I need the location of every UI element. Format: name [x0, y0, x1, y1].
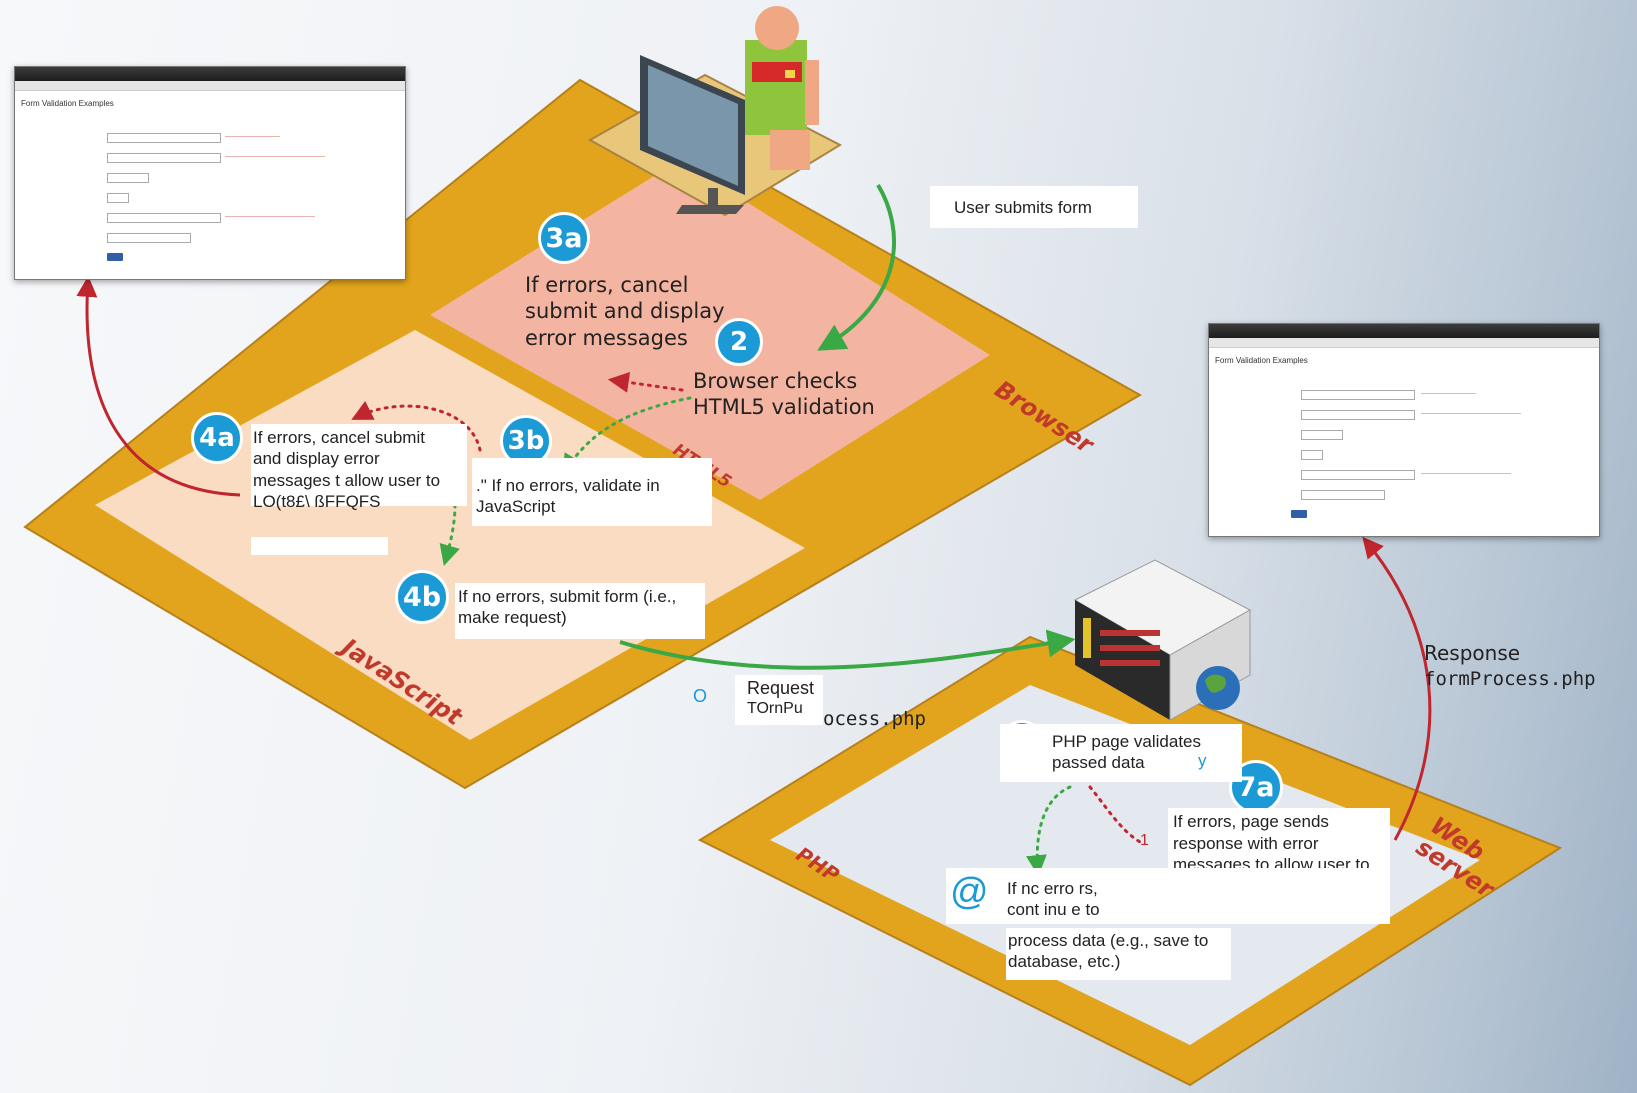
arrow-response [1362, 536, 1432, 841]
server-icon [1073, 559, 1252, 721]
step-3b-label: ." If no errors, validate in JavaScript [476, 476, 660, 517]
step-7b-label-2-box: process data (e.g., save to database, et… [1006, 928, 1231, 980]
step-2-label: Browser checks HTML5 validation [693, 369, 875, 420]
step-6-label: PHP page validates passed data [1052, 732, 1202, 773]
step-4b-label: If no errors, submit form (i.e., make re… [458, 587, 677, 628]
form-screenshot-left: Form Validation Examples ——————————— ———… [14, 66, 406, 280]
step-6-extra: y [1198, 751, 1207, 770]
step-7a-mark: 1 [1140, 832, 1149, 849]
step-5-label-box: Request TOrnPu [735, 675, 823, 725]
step-7b-badge: @ [950, 871, 989, 913]
step-7b-label-box: @ If nc erro rs, cont inu e to [946, 868, 1386, 924]
arrow-html5-errors [607, 371, 684, 393]
step-8-label-2: formProcess.php [1424, 668, 1596, 690]
step-7b-label-1: If nc erro rs, cont inu e to [1007, 879, 1100, 920]
step-4a-label: If errors, cancel submit and display err… [253, 428, 441, 511]
step-6-label-box: PHP page validates passed data y [1000, 724, 1242, 782]
step-5-file: ocess.php [823, 708, 926, 730]
step-3a-label: If errors, cancel submit and display err… [525, 273, 725, 350]
step-5-label-1: Request [747, 678, 815, 698]
step-4a-extra-box [251, 537, 388, 555]
form-screenshot-right: Form Validation Examples ——————————— ———… [1208, 323, 1600, 537]
step-5-prefix: O [693, 686, 708, 706]
arrow-js-error-display [76, 275, 241, 497]
arrow-js-errors [351, 401, 482, 452]
arrow-php-errors [1088, 785, 1142, 844]
arrow-php-ok [1025, 785, 1072, 877]
step-4b-label-box: If no errors, submit form (i.e., make re… [455, 583, 705, 639]
step-badge-2: 2 [715, 318, 763, 366]
step-1-label-box: User submits form [930, 186, 1138, 228]
php-zone [770, 685, 1480, 1045]
step-8-label-1: Response [1424, 641, 1521, 665]
step-3b-label-box: ." If no errors, validate in JavaScript [472, 458, 712, 526]
user-at-computer [587, 6, 843, 217]
step-7b-label-2: process data (e.g., save to database, et… [1008, 931, 1209, 972]
arrow-user-submits [817, 183, 896, 351]
form-screenshot-title-right: Form Validation Examples [1215, 356, 1308, 365]
arrow-request [619, 629, 1076, 670]
step-5-label-2: TOrnPu [747, 700, 803, 717]
step-4a-label-box: If errors, cancel submit and display err… [251, 424, 467, 511]
step-badge-4b: 4b [395, 570, 449, 624]
step-badge-4a: 4a [191, 412, 243, 464]
step-badge-3a: 3a [538, 212, 590, 264]
form-screenshot-title: Form Validation Examples [21, 99, 114, 108]
arrow-html5-ok [562, 396, 692, 476]
step-1-label: User submits form [954, 198, 1092, 217]
